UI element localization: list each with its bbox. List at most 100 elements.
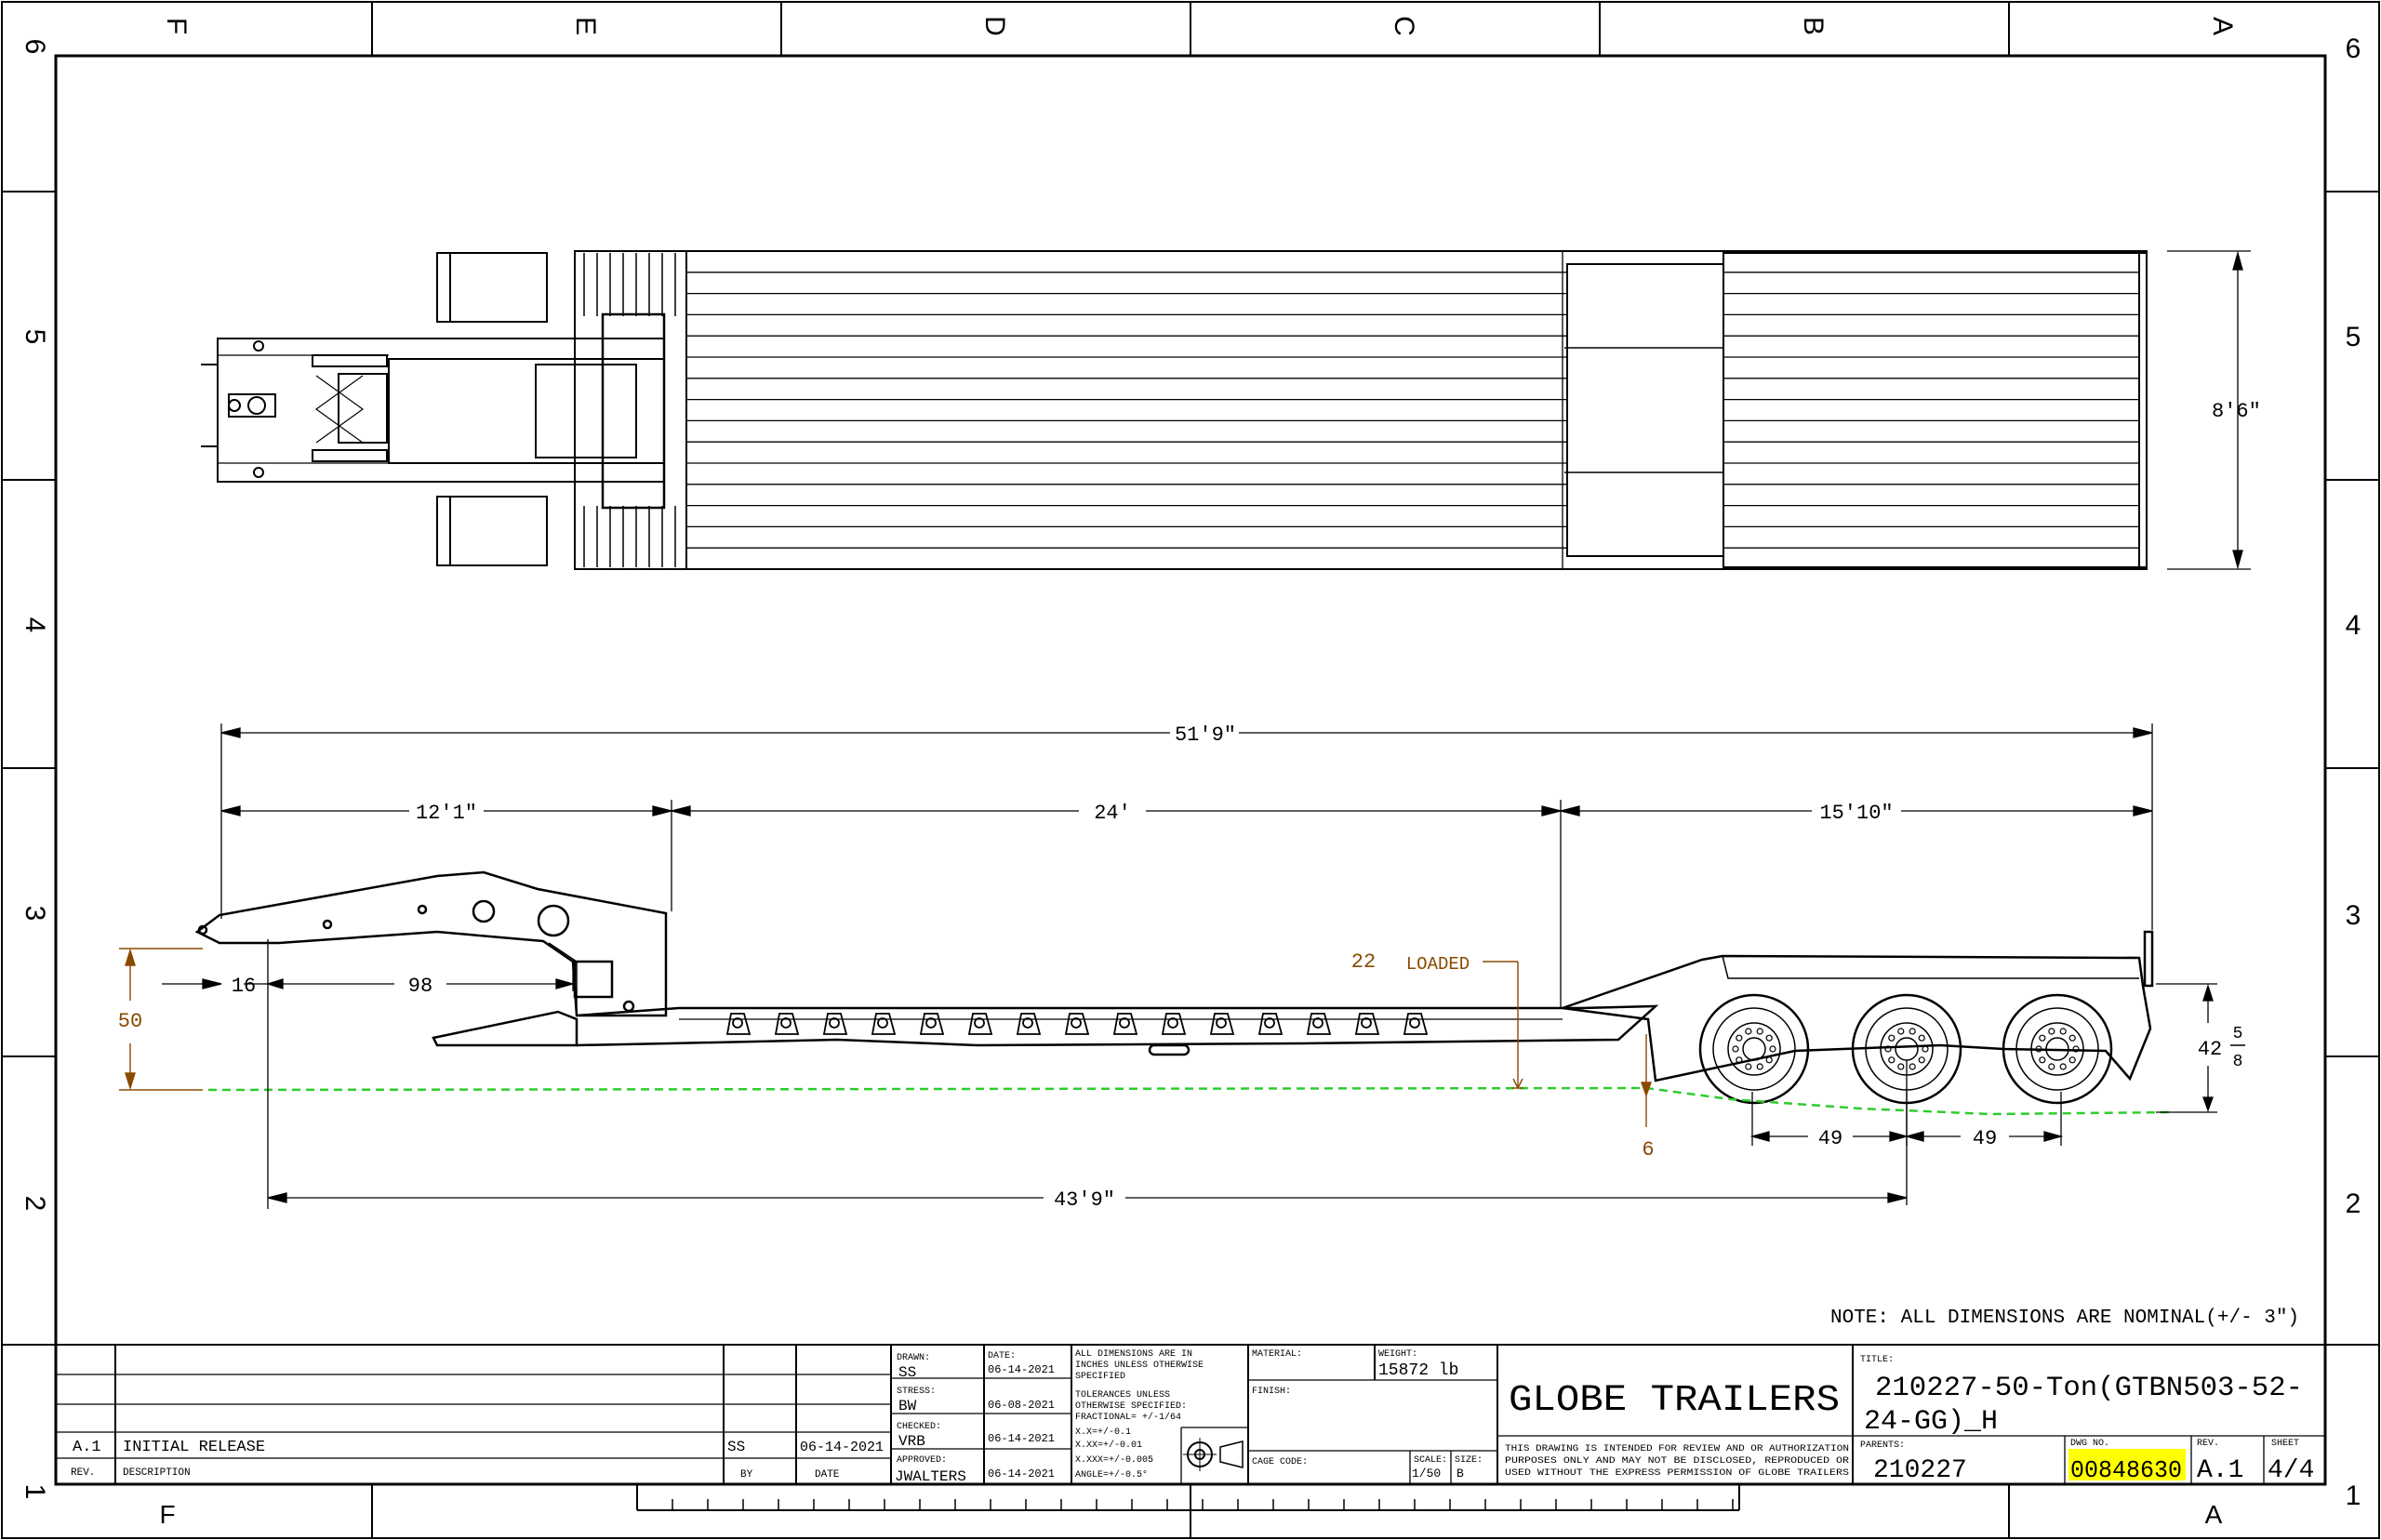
rev-date: 06-14-2021	[800, 1440, 884, 1455]
trailer-top-view	[201, 250, 2148, 570]
rev-by: SS	[727, 1439, 745, 1455]
orange-dimensions	[119, 948, 1652, 1127]
size-value: B	[1457, 1467, 1464, 1480]
dim-rear: 15'10"	[1819, 802, 1893, 825]
title-label: TITLE:	[1860, 1355, 1894, 1365]
stress-value: BW	[898, 1398, 917, 1414]
sheet-label: SHEET	[2271, 1439, 2299, 1449]
zone-left-6: 6	[20, 39, 50, 55]
tolerance-5: X.XX=+/-0.01	[1075, 1440, 1142, 1451]
zone-right-3: 3	[2346, 900, 2361, 931]
dim-axle-spacing-2: 49	[1973, 1127, 1997, 1150]
dim-axle-spacing-1: 49	[1818, 1127, 1842, 1150]
tolerance-7: ANGLE=+/-0.5°	[1075, 1469, 1148, 1480]
material-label: MATERIAL:	[1252, 1349, 1302, 1360]
approved-value: JWALTERS	[895, 1468, 966, 1485]
dim-loaded-word: LOADED	[1406, 954, 1470, 975]
rev-number: A.1	[2197, 1456, 2243, 1485]
tolerance-6: X.XXX=+/-0.005	[1075, 1454, 1153, 1466]
dwg-no-value: 00848630	[2070, 1456, 2182, 1484]
zone-left-3: 3	[20, 906, 50, 922]
dim-width	[2167, 250, 2251, 570]
approved-label: APPROVED:	[897, 1455, 947, 1466]
scale-bar-ticks	[636, 1499, 1734, 1510]
dim-kingpin-to-neck: 98	[408, 975, 432, 998]
dims-note-3: SPECIFIED	[1075, 1372, 1125, 1382]
dim-deck: 24'	[1094, 802, 1131, 825]
dwg-no-label: DWG NO.	[2070, 1439, 2109, 1449]
disclaimer-1: THIS DRAWING IS INTENDED FOR REVIEW AND …	[1505, 1444, 1849, 1454]
rev-value: A.1	[73, 1439, 101, 1456]
scale-value: 1/50	[1412, 1467, 1441, 1480]
zone-right-6: 6	[2346, 33, 2361, 64]
zone-left-1: 1	[20, 1484, 50, 1500]
parents-value: 210227	[1873, 1456, 1967, 1485]
dim-deck-height-front: 50	[118, 1010, 142, 1033]
zone-left-2: 2	[20, 1196, 50, 1212]
dims-note-1: ALL DIMENSIONS ARE IN	[1075, 1349, 1192, 1360]
zone-left-5: 5	[20, 329, 50, 345]
zone-top-c: C	[1389, 16, 1419, 36]
rev-header-date: DATE	[815, 1469, 840, 1480]
dims-note-2: INCHES UNLESS OTHERWISE	[1075, 1361, 1204, 1371]
zone-top-f: F	[161, 18, 192, 34]
dim-gooseneck: 12'1"	[416, 802, 477, 825]
zone-right-1: 1	[2346, 1480, 2361, 1511]
size-label: SIZE:	[1455, 1455, 1483, 1466]
rev-label: REV.	[2197, 1439, 2219, 1449]
drawn-value: SS	[898, 1364, 916, 1381]
zone-bottom-f: F	[159, 1500, 175, 1529]
weight-label: WEIGHT:	[1378, 1349, 1417, 1360]
rev-description: INITIAL RELEASE	[123, 1439, 265, 1456]
dwg-no-highlight	[2068, 1449, 2186, 1480]
rev-header-by: BY	[740, 1469, 753, 1480]
parents-label: PARENTS:	[1860, 1440, 1905, 1451]
date-label: DATE:	[988, 1351, 1016, 1361]
dim-rear-height-num: 5	[2233, 1025, 2243, 1043]
title-line-1: 210227-50-Ton(GTBN503-52-	[1875, 1373, 2303, 1404]
zone-right-2: 2	[2346, 1188, 2361, 1219]
dim-loaded-height: 22	[1351, 950, 1376, 974]
tolerance-4: X.X=+/-0.1	[1075, 1427, 1131, 1438]
title-block	[55, 1344, 2326, 1485]
dim-ground-clearance: 6	[1642, 1138, 1654, 1162]
zone-right-4: 4	[2346, 610, 2361, 641]
drawn-label: DRAWN:	[897, 1353, 930, 1363]
rev-header-description: DESCRIPTION	[123, 1467, 191, 1479]
approved-date: 06-14-2021	[988, 1467, 1055, 1480]
cage-code-label: CAGE CODE:	[1252, 1457, 1308, 1467]
stress-label: STRESS:	[897, 1387, 936, 1397]
zone-top-d: D	[979, 16, 1010, 36]
side-dimensions	[162, 724, 2217, 1209]
finish-label: FINISH:	[1252, 1387, 1291, 1397]
stress-date: 06-08-2021	[988, 1399, 1055, 1412]
zone-top-e: E	[570, 17, 601, 35]
disclaimer-2: PURPOSES ONLY AND MAY NOT BE DISCLOSED, …	[1505, 1456, 1849, 1467]
dim-overall-length: 51'9"	[1175, 724, 1236, 747]
dim-rear-height-whole: 42	[2198, 1038, 2222, 1061]
tolerance-1: TOLERANCES UNLESS	[1075, 1390, 1170, 1401]
sheet-value: 4/4	[2268, 1456, 2314, 1485]
tolerance-2: OTHERWISE SPECIFIED:	[1075, 1401, 1187, 1412]
checked-label: CHECKED:	[897, 1422, 941, 1432]
zone-top-b: B	[1798, 17, 1829, 35]
disclaimer-3: USED WITHOUT THE EXPRESS PERMISSION OF G…	[1505, 1468, 1849, 1479]
dim-width-label: 8'6"	[2212, 400, 2261, 423]
dim-rear-height-den: 8	[2233, 1053, 2243, 1071]
company-name: GLOBE TRAILERS	[1509, 1380, 1840, 1422]
zone-top-a: A	[2207, 17, 2238, 35]
weight-value: 15872 lb	[1378, 1361, 1458, 1380]
tolerance-3: FRACTIONAL= +/-1/64	[1075, 1412, 1181, 1423]
checked-value: VRB	[898, 1433, 925, 1450]
zone-left-4: 4	[20, 617, 50, 633]
drawn-date: 06-14-2021	[988, 1363, 1055, 1376]
scale-label: SCALE:	[1414, 1455, 1447, 1466]
title-line-2: 24-GG)_H	[1864, 1406, 1998, 1438]
nominal-note: NOTE: ALL DIMENSIONS ARE NOMINAL(+/- 3")	[1830, 1308, 2299, 1329]
zone-right-5: 5	[2346, 322, 2361, 352]
zone-bottom-a: A	[2205, 1500, 2223, 1529]
trailer-side-view	[194, 870, 2154, 1105]
dim-kingpin-to-axle: 43'9"	[1054, 1188, 1115, 1212]
checked-date: 06-14-2021	[988, 1432, 1055, 1445]
